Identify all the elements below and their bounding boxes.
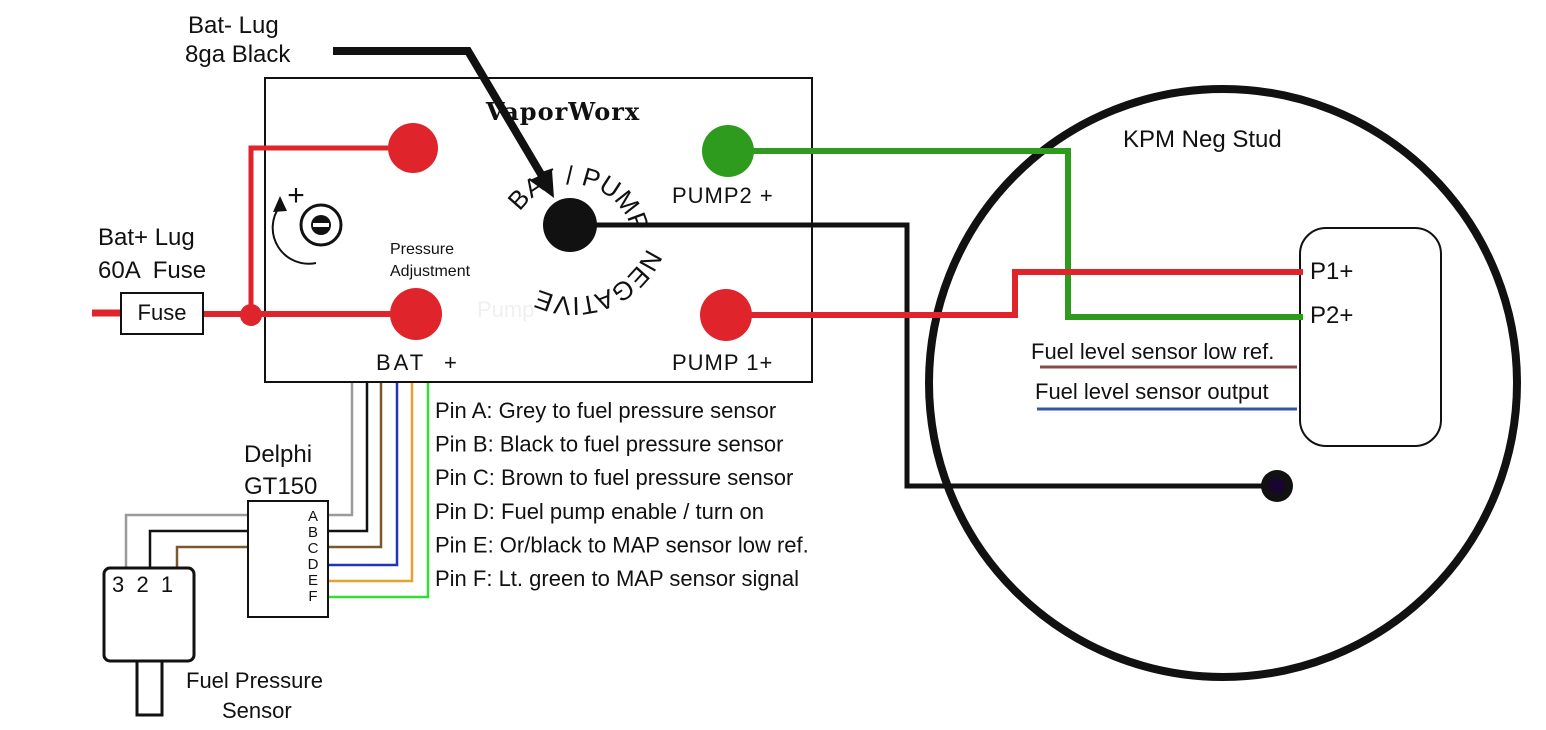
wire-e-orange <box>327 383 414 583</box>
adjust-screw-slot-icon <box>313 223 329 227</box>
pin-description-0: Pin A: Grey to fuel pressure sensor <box>435 398 776 423</box>
bat-neg-lug-label-2: 8ga Black <box>185 41 291 68</box>
vaporworx-logo: VaporWorx <box>485 97 640 126</box>
pump1-wire <box>726 269 1303 318</box>
pump-watermark: Pump <box>477 297 534 322</box>
wire-c-brown <box>327 383 383 549</box>
connector-pin-e: E <box>308 572 318 589</box>
connector-pin-b: B <box>308 524 318 541</box>
fuel-level-output-label: Fuel level sensor output <box>1035 379 1269 404</box>
bat-neg-wire <box>333 47 552 189</box>
bat-neg-arrowhead <box>530 170 554 198</box>
ring-text-bottom: NEGATIVE <box>530 245 668 321</box>
pin-description-5: Pin F: Lt. green to MAP sensor signal <box>435 566 799 591</box>
p1-plus-label: P1+ <box>1310 258 1353 285</box>
pump1-label: PUMP 1+ <box>672 350 773 375</box>
delphi-connector-box <box>247 500 329 618</box>
fuel-pressure-sensor-port <box>135 659 164 717</box>
adjust-arrow-icon <box>271 205 317 265</box>
sensor-wire-3-grey <box>124 513 248 573</box>
pressure-adjust-label-2: Adjustment <box>390 263 471 280</box>
pump2-wire <box>728 148 1303 320</box>
connector-pin-c: C <box>308 540 319 557</box>
bat-plus-label: BAT + <box>376 350 460 375</box>
wire-a-grey <box>327 383 354 517</box>
sensor-wire-1-brown <box>175 545 248 573</box>
pump2-label: PUMP2 + <box>672 183 774 208</box>
bat-pos-lug-label-2: 60A Fuse <box>98 257 206 284</box>
fuse-box <box>120 292 204 335</box>
wire-d-blue <box>327 383 399 567</box>
pin-description-2: Pin C: Brown to fuel pressure sensor <box>435 465 793 490</box>
bat-pos-jumper-wire <box>248 145 388 314</box>
pin-description-3: Pin D: Fuel pump enable / turn on <box>435 499 764 524</box>
p2-plus-label: P2+ <box>1310 302 1353 329</box>
bat-pos-terminal[interactable] <box>390 288 442 340</box>
connector-pin-f: F <box>308 588 317 605</box>
sensor-wire-2-black <box>148 529 248 573</box>
fuse-label: Fuse <box>138 300 187 325</box>
bat-neg-lug-label-1: Bat- Lug <box>188 12 279 39</box>
delphi-label-2: GT150 <box>244 473 317 500</box>
adjust-plus-sign: + <box>287 179 305 212</box>
controller-module-box <box>264 77 813 383</box>
fuel-level-low-ref-label: Fuel level sensor low ref. <box>1031 339 1274 364</box>
bat-pos-lug-label-1: Bat+ Lug <box>98 224 195 251</box>
pressure-adjust-label-1: Pressure <box>390 241 454 258</box>
pump1-terminal[interactable] <box>700 289 752 341</box>
bat-pos-junction <box>240 304 262 326</box>
pump-connector-box <box>1299 227 1442 447</box>
wire-b-black <box>327 383 369 533</box>
connector-pin-d: D <box>308 556 319 573</box>
kpm-circle <box>925 85 1521 681</box>
adjust-arrowhead-icon <box>273 196 287 212</box>
connector-pin-a: A <box>308 508 318 525</box>
pump2-terminal[interactable] <box>702 125 754 177</box>
neg-stud-wire <box>570 222 1276 489</box>
adjust-screw-icon[interactable] <box>299 203 343 247</box>
kpm-neg-stud-label: KPM Neg Stud <box>1123 126 1282 153</box>
fuel-pressure-label-1: Fuel Pressure <box>186 668 323 693</box>
pin-description-4: Pin E: Or/black to MAP sensor low ref. <box>435 532 809 557</box>
kpm-neg-stud-center <box>1269 478 1285 494</box>
negative-terminal[interactable] <box>543 198 597 252</box>
bat-pos-terminal-upper[interactable] <box>388 123 438 173</box>
wire-f-lt-green <box>327 383 430 599</box>
pin-description-1: Pin B: Black to fuel pressure sensor <box>435 432 784 457</box>
delphi-label-1: Delphi <box>244 441 312 468</box>
sensor-pin-numbers: 3 2 1 <box>112 572 173 597</box>
fuel-pressure-label-2: Sensor <box>222 698 292 723</box>
